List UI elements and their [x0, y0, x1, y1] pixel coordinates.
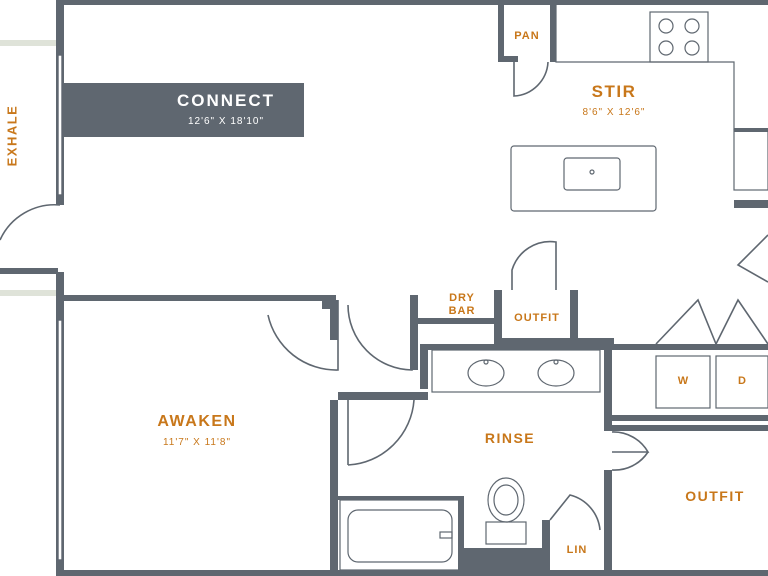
room-name-stir: STIR	[591, 82, 637, 101]
wall-rinse-vanity-bottom	[338, 392, 428, 400]
wall-awaken-top	[56, 295, 326, 301]
wall-awaken-right	[330, 400, 338, 576]
tub-faucet	[439, 531, 453, 539]
wall-pan-left	[498, 0, 504, 62]
wall-left-mid	[56, 272, 64, 300]
balcony-wall-stub	[0, 268, 58, 274]
faucet-right	[553, 359, 559, 365]
washer	[655, 355, 711, 409]
room-name-dry-bar: DRY BAR	[448, 292, 476, 317]
lin-door-swing	[549, 494, 601, 531]
room-name-lin: LIN	[566, 544, 588, 556]
stove	[649, 11, 709, 63]
wall-rinse-right-bottom	[604, 470, 612, 576]
wall-rinse-right-top	[604, 344, 612, 429]
bedroom-door-swing	[267, 300, 339, 371]
rinse-door-swing	[347, 399, 415, 466]
room-name-connect: CONNECT	[176, 91, 276, 110]
wall-outfit-top	[604, 425, 768, 431]
toilet-seat	[493, 484, 519, 516]
fridge-outline	[733, 129, 768, 191]
wall-pan-bottom	[498, 56, 518, 62]
wall-bottom	[56, 570, 768, 576]
burner-1	[658, 18, 674, 34]
room-size-stir: 8'6" X 12'6"	[582, 107, 646, 118]
outfit-small-door-swing	[511, 240, 557, 290]
wall-tub-top	[336, 496, 464, 500]
kitchen-counter	[555, 5, 735, 130]
wall-fridge-bottom	[734, 200, 768, 208]
room-name-awaken: AWAKEN	[157, 413, 237, 430]
window-left-lower	[57, 319, 63, 561]
wall-rinse-left-upper	[420, 344, 428, 389]
wall-tub-right	[458, 498, 464, 576]
tub-inner	[347, 509, 453, 563]
window-left-upper	[57, 54, 63, 196]
burner-3	[658, 40, 674, 56]
room-name-outfit-small: OUTFIT	[514, 312, 560, 324]
hall-door-swing	[347, 300, 413, 371]
room-name-outfit-large: OUTFIT	[685, 488, 745, 504]
dryer-label: D	[738, 375, 746, 387]
island-drain	[589, 169, 595, 175]
pan-door-swing	[513, 61, 549, 97]
burner-2	[684, 18, 700, 34]
island-sink	[563, 157, 621, 191]
wall-lin-left	[542, 520, 550, 576]
wall-outfit-small-left	[494, 290, 502, 345]
wall-rinse-top	[420, 344, 614, 350]
wall-outfit-small-right	[570, 290, 578, 345]
entry-door-swing	[736, 234, 768, 283]
laundry-door-left	[655, 298, 717, 345]
wall-hall-left	[330, 300, 338, 340]
room-name-rinse: RINSE	[484, 430, 536, 446]
room-name-exhale: EXHALE	[4, 104, 20, 167]
laundry-door-right	[715, 298, 768, 345]
faucet-left	[483, 359, 489, 365]
washer-label: W	[677, 375, 689, 387]
room-name-pan: PAN	[514, 30, 540, 42]
outfit-large-door-swing-top	[611, 431, 650, 453]
dryer	[715, 355, 768, 409]
balcony-rail-top	[0, 40, 56, 46]
room-size-connect: 12'6" X 18'10"	[187, 116, 265, 127]
toilet-tank	[485, 521, 527, 545]
wall-drybar-left	[410, 295, 418, 370]
burner-4	[684, 40, 700, 56]
balcony-rail-bottom	[0, 290, 56, 296]
wall-pan-right	[550, 0, 556, 62]
kitchen-island	[510, 145, 657, 212]
wall-laundry-top	[612, 344, 768, 350]
wall-laundry-bottom	[612, 415, 768, 421]
wall-fridge-right	[734, 128, 768, 132]
wall-toilet-bottom	[460, 548, 548, 576]
connect-label-band	[64, 83, 304, 137]
wall-drybar-bottom	[410, 318, 498, 324]
wall-outfit-small-bottom	[494, 338, 614, 346]
vanity-counter	[431, 349, 601, 393]
outfit-large-door-swing-bottom	[611, 451, 649, 471]
toilet-bowl	[487, 477, 525, 523]
room-size-awaken: 11'7" X 11'8"	[162, 437, 232, 448]
balcony-door-swing	[0, 203, 61, 241]
wall-top	[56, 0, 768, 5]
